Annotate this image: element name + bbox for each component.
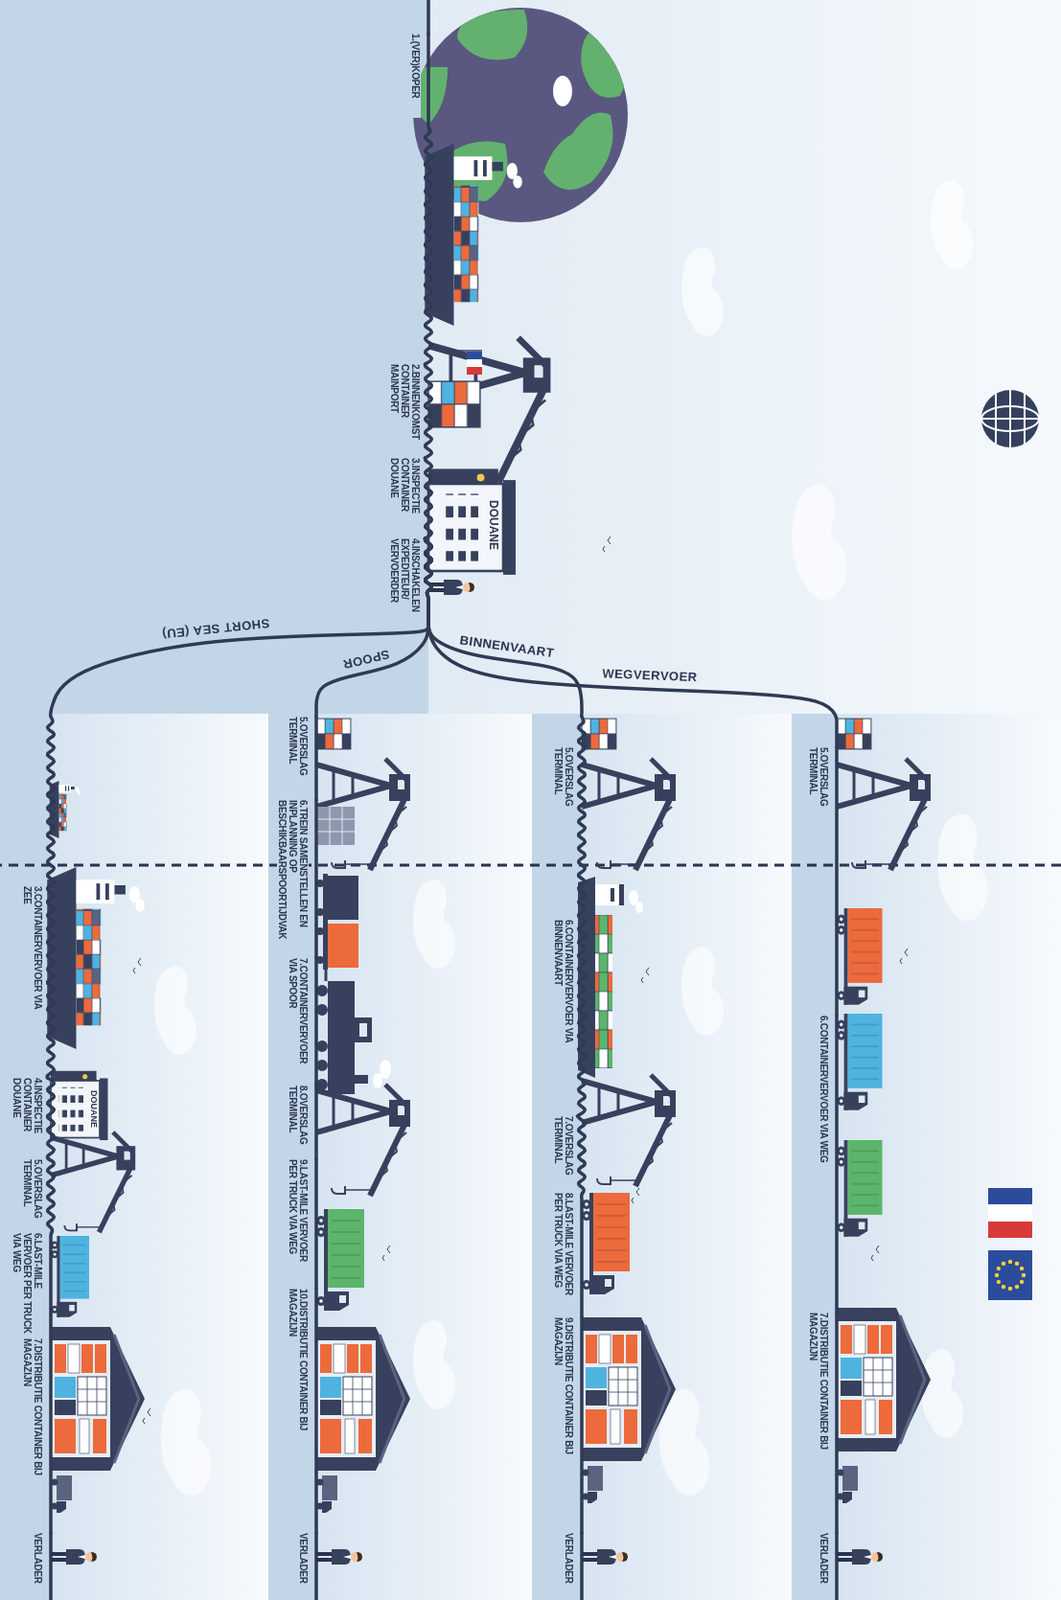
step-label: 6.TREIN SAMENSTELLEN EN INPLANNING OP BE… [276,800,317,956]
step-label: 10.DISTRIBUTIE CONTAINER BIJ MAGAZIJN [287,1289,317,1457]
flow-line [578,747,587,921]
step-text: VERLADER [818,1533,830,1593]
step-label: VERLADER [298,1533,317,1593]
border-line [0,864,1061,868]
step-text: 6.CONTAINERVERVOER VIA WEG [818,1015,830,1203]
line-ends [50,0,837,1600]
step-label: 5.OVERSLAG TERMINAL [553,747,582,839]
step-label: 5.OVERSLAG TERMINAL [287,716,317,796]
flow-line [314,1289,319,1534]
step-text: VERLADER [298,1533,309,1593]
step-label: VERLADER [818,1533,837,1593]
route-bands [0,714,1061,1600]
step-label: 6.CONTAINERVERVOER VIA WEG [818,1015,837,1203]
flow-line [577,920,586,1117]
step-label: 6.CONTAINERVERVOER VIA BINNENVAART [553,920,582,1047]
building-sign: DOUANE [486,500,500,551]
step-label: 6.LAST-MILE VERVOER PER TRUCK VIA WEG [11,1233,51,1335]
step-label: 7.OVERSLAG TERMINAL [553,1116,582,1190]
step-text: 6.LAST-MILE VERVOER PER TRUCK VIA WEG [11,1233,44,1335]
building-sign: DOUANE [88,1090,98,1129]
step-text: 8.LAST-MILE VERVOER PER TRUCK VIA WEG [553,1193,575,1314]
step-text: 4.INSPECTIE CONTAINER DOUANE [11,1078,44,1155]
step-text: 5.OVERSLAG TERMINAL [22,1159,44,1229]
flow-line [834,747,839,1016]
step-label: 3.CONTAINERVERVOER VIA ZEE [22,886,51,1016]
step-text: 9.DISTRIBUTIE CONTAINER BIJ MAGAZIJN [553,1317,575,1481]
flow-line [46,1078,54,1160]
step-text: 5.OVERSLAG TERMINAL [287,716,309,796]
step-text: 6.CONTAINERVERVOER VIA BINNENVAART [553,920,575,1047]
flow-line [424,538,837,748]
birds [133,536,908,1425]
step-label: 8.OVERSLAG TERMINAL [287,1085,317,1157]
step-label: 7.CONTAINERVERVOER VIA SPOOR [287,958,317,1082]
flow-line [314,1159,319,1290]
step-text: 3.INSPECTIE CONTAINER DOUANE [389,458,421,535]
sea-route [46,781,145,1566]
flow-line [47,538,433,887]
flow-line [577,1116,586,1194]
step-text: 1.(VER)KOPER [410,33,421,118]
flow-line [48,1233,53,1339]
flow-line [834,1313,839,1534]
flow-line [316,538,432,717]
flow-line [46,886,54,1079]
step-text: 6.TREIN SAMENSTELLEN EN INPLANNING OP BE… [276,800,309,956]
step-label: 3.INSPECTIE CONTAINER DOUANE [389,458,429,535]
step-label: 4.INSCHAKELEN EXPEDITEUR/ VERVOERDER [389,538,429,627]
step-text: VERLADER [32,1533,44,1593]
step-label: VERLADER [32,1533,51,1593]
rail-route [316,718,411,1566]
mainport [424,143,551,596]
flow-line [314,800,319,959]
step-label: 8.LAST-MILE VERVOER PER TRUCK VIA WEG [553,1193,582,1314]
flow-line [424,33,432,365]
step-label: 2.BINNENKOMST CONTAINER MAINPORT [389,364,429,453]
ground [0,0,429,715]
step-text: 7.DISTRIBUTIE CONTAINER BIJ MAGAZIJN [807,1313,830,1477]
step-label: 1.(VER)KOPER [410,33,429,118]
road-route [836,718,931,1566]
step-text: 4.INSCHAKELEN EXPEDITEUR/ VERVOERDER [389,538,421,627]
flow-line [424,538,586,748]
flag-eu [988,1250,1033,1301]
flow-line [581,1193,583,1318]
step-label: 5.OVERSLAG TERMINAL [22,1159,51,1229]
step-label: 7.DISTRIBUTIE CONTAINER BIJ MAGAZIJN [807,1313,837,1477]
step-label: 7.DISTRIBUTIE CONTAINER BIJ MAGAZIJN [22,1338,51,1502]
step-text: 5.OVERSLAG TERMINAL [807,747,830,839]
step-text: 2.BINNENKOMST CONTAINER MAINPORT [389,364,421,453]
step-text: 7.CONTAINERVERVOER VIA SPOOR [287,958,309,1082]
flow-line [48,1338,53,1534]
flow-line [834,1015,839,1314]
step-text: 9.LAST-MILE VERVOER PER TRUCK VIA WEG [287,1159,309,1280]
flow-line [424,364,432,459]
step-label: 5.OVERSLAG TERMINAL [807,747,837,839]
flag-fr [988,1188,1033,1239]
step-label: 4.INSPECTIE CONTAINER DOUANE [11,1078,51,1155]
step-text: 7.OVERSLAG TERMINAL [553,1116,575,1190]
flow-line [314,958,319,1086]
step-label: VERLADER [563,1533,582,1593]
step-label: 9.DISTRIBUTIE CONTAINER BIJ MAGAZIJN [553,1317,582,1481]
step-text: 8.OVERSLAG TERMINAL [287,1085,309,1157]
clouds [154,180,989,1497]
flow-line [579,1317,584,1534]
step-text: 5.OVERSLAG TERMINAL [553,747,575,839]
inland-route [577,718,676,1566]
step-text: 10.DISTRIBUTIE CONTAINER BIJ MAGAZIJN [287,1289,309,1457]
step-text: VERLADER [563,1533,575,1593]
flow-line [314,716,319,801]
step-text: 7.DISTRIBUTIE CONTAINER BIJ MAGAZIJN [22,1338,44,1502]
step-text: 3.CONTAINERVERVOER VIA ZEE [22,886,44,1016]
globe-icon [981,390,1039,448]
step-label: 9.LAST-MILE VERVOER PER TRUCK VIA WEG [287,1159,317,1280]
flow-line [47,1159,55,1234]
flow-line [314,1085,319,1160]
flow-line [424,458,432,539]
